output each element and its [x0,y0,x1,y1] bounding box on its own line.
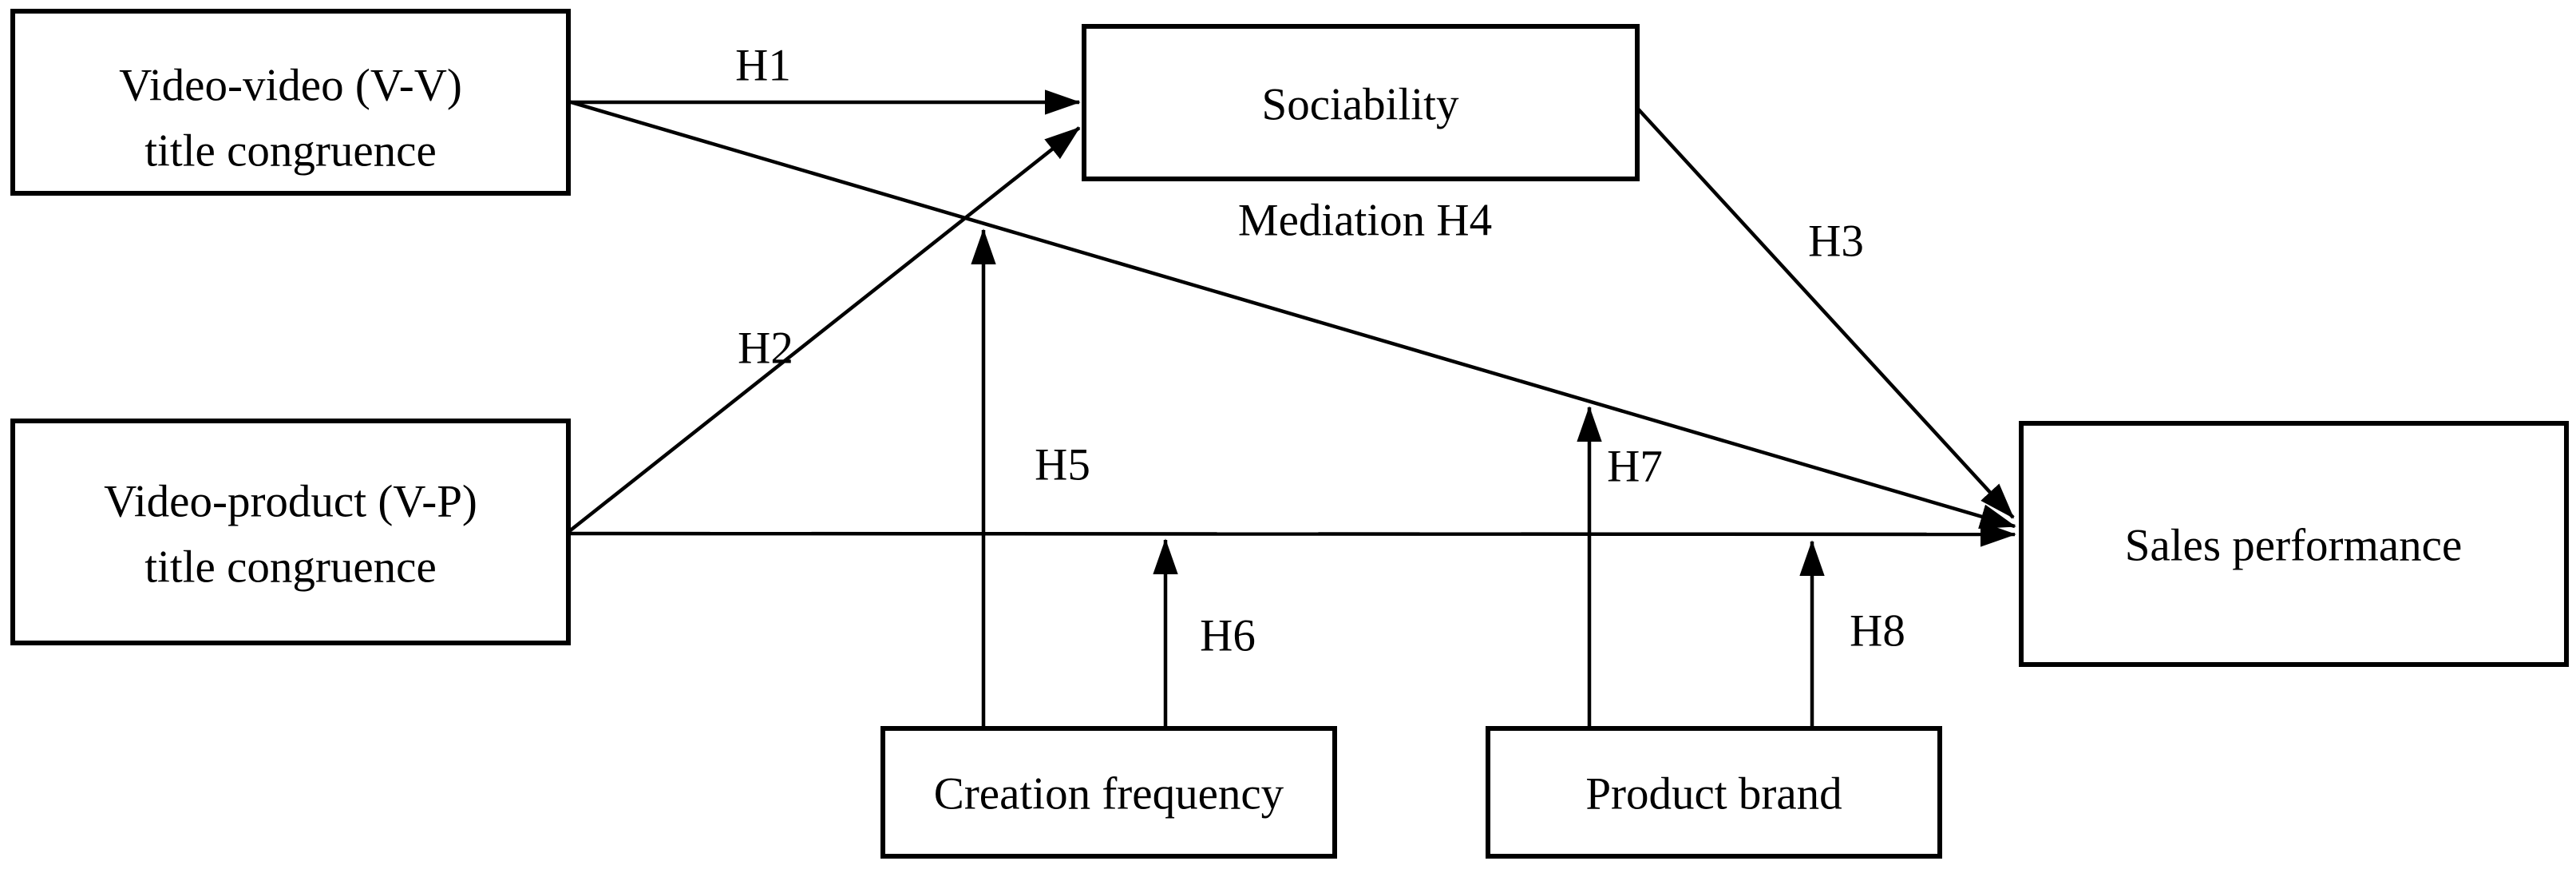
label-h7: H7 [1607,442,1663,492]
label-h2: H2 [738,323,793,374]
node-sociability-label: Sociability [1262,80,1459,130]
node-vv-label-line2: title congruence [144,126,437,177]
arrow-h3-sociability-to-sales [1633,104,2015,519]
label-h3: H3 [1808,216,1864,267]
node-vv-title-congruence-box [10,9,571,196]
node-sociability-box [1082,24,1640,181]
node-creation-frequency-box [880,726,1337,859]
node-vv-label-line1: Video-video (V-V) [119,61,462,111]
node-product-brand-label: Product brand [1585,769,1842,819]
node-sales-performance-box [2019,421,2569,667]
label-h1: H1 [735,41,791,91]
node-creation-frequency-label: Creation frequency [934,769,1284,819]
label-h8: H8 [1850,606,1905,657]
node-sales-performance-label: Sales performance [2125,521,2463,571]
node-vp-title-congruence-box [10,419,571,645]
node-vp-label-line1: Video-product (V-P) [104,477,477,527]
label-mediation-h4: Mediation H4 [1238,196,1492,246]
label-h5: H5 [1035,440,1090,490]
node-vp-label-line2: title congruence [144,542,437,593]
node-product-brand-box [1486,726,1942,859]
arrow-vv-to-sales [568,99,2016,529]
label-h6: H6 [1200,611,1256,661]
arrow-h2-vp-to-sociability [567,126,1081,534]
